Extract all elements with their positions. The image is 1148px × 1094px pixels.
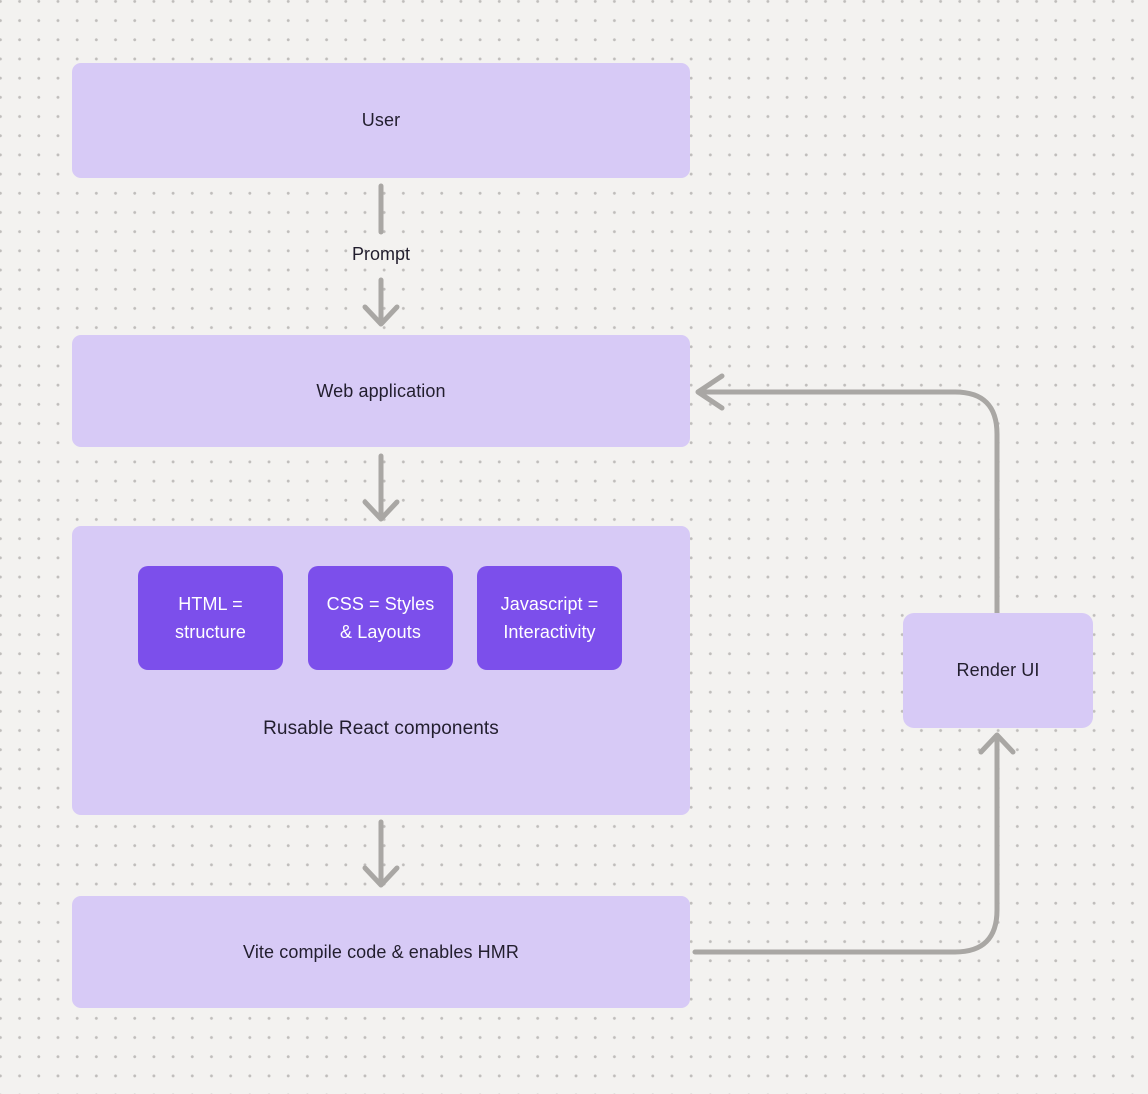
arrowhead-down-icon: [362, 304, 400, 327]
node-html-label: HTML = structure: [175, 594, 246, 642]
edge-components-to-vite: [362, 819, 400, 888]
node-javascript-label: Javascript = Interactivity: [500, 594, 599, 642]
arrowhead-up-icon: [978, 732, 1016, 755]
edge-label-prompt: Prompt: [351, 244, 411, 264]
node-css-label: CSS = Styles & Layouts: [326, 594, 435, 642]
node-render-ui-label: Render UI: [956, 660, 1040, 680]
components-group-caption: Rusable React components: [263, 718, 499, 739]
node-web-application-label: Web application: [316, 380, 446, 401]
node-user[interactable]: User: [72, 63, 690, 178]
edge-webapp-to-components: [362, 453, 400, 522]
edge-vite-to-renderui: [692, 732, 1016, 955]
arrowhead-down-icon: [362, 499, 400, 522]
node-css[interactable]: CSS = Styles & Layouts: [308, 566, 453, 670]
node-components-group[interactable]: HTML = structure CSS = Styles & Layouts …: [72, 526, 690, 815]
node-vite-label: Vite compile code & enables HMR: [243, 941, 519, 962]
node-vite[interactable]: Vite compile code & enables HMR: [72, 896, 690, 1008]
arrowhead-left-icon: [695, 373, 725, 411]
edge-renderui-to-webapp: [695, 373, 1000, 616]
node-web-application[interactable]: Web application: [72, 335, 690, 447]
arrowhead-down-icon: [362, 865, 400, 888]
node-javascript[interactable]: Javascript = Interactivity: [477, 566, 622, 670]
node-render-ui[interactable]: Render UI: [903, 613, 1093, 728]
node-html[interactable]: HTML = structure: [138, 566, 283, 670]
node-user-label: User: [361, 110, 401, 130]
